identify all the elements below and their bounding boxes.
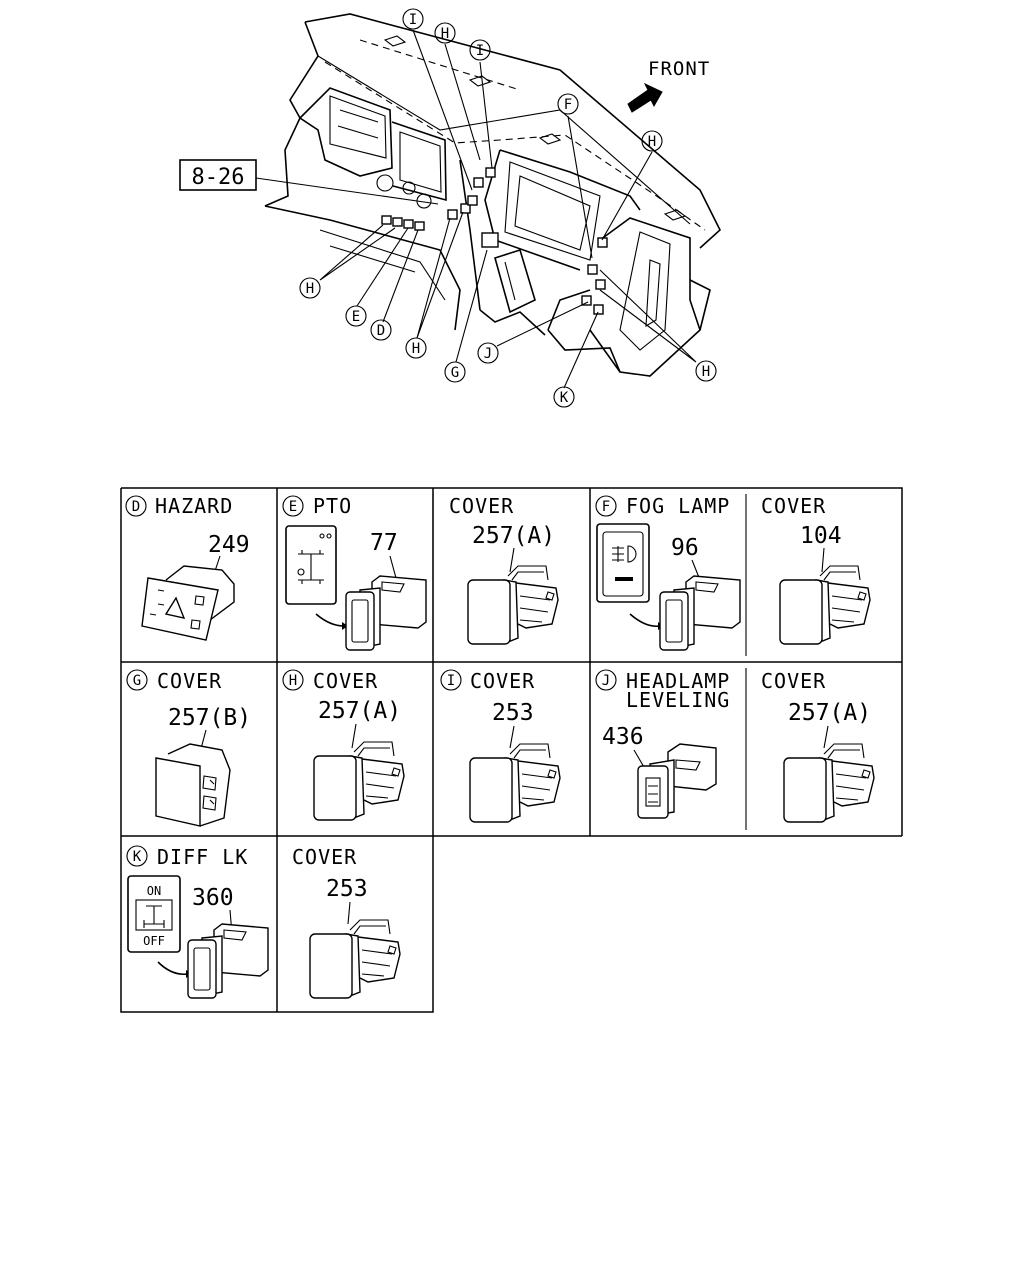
- leveling-switch-drawing: [637, 743, 717, 819]
- cell-title: PTO: [313, 494, 352, 518]
- cell-h-cover: H COVER 257(A): [282, 669, 405, 821]
- svg-text:F: F: [564, 97, 572, 113]
- callout-i-left: I: [402, 8, 424, 30]
- svg-text:E: E: [352, 309, 360, 325]
- switch-on-label: ON: [147, 884, 161, 898]
- pto-label-plate: [285, 525, 337, 605]
- parts-table: [120, 487, 903, 1013]
- part-number: 249: [208, 532, 250, 558]
- reference-box-label: 8-26: [192, 165, 245, 190]
- callout-circles: I H I F H H E D H G J H K: [299, 8, 717, 408]
- callout-h-right-top: H: [641, 130, 663, 152]
- cell-letter: K: [133, 849, 142, 865]
- cell-i-cover: I COVER 253: [440, 669, 561, 823]
- svg-text:G: G: [451, 365, 459, 381]
- part-number: 360: [192, 885, 234, 911]
- cell-title-line2: LEVELING: [626, 688, 730, 712]
- callout-h-left: H: [299, 277, 321, 299]
- cell-title: FOG LAMP: [626, 494, 730, 518]
- callout-f: F: [557, 93, 579, 115]
- dashboard-overview: FRONT 8-26: [179, 13, 721, 389]
- svg-text:H: H: [412, 341, 420, 357]
- reference-box: [179, 159, 257, 191]
- callout-h-bottom: H: [405, 337, 427, 359]
- cell-j-cover: COVER 257(A): [761, 669, 875, 823]
- callout-k: K: [553, 386, 575, 408]
- fog-lamp-label-plate: [596, 523, 650, 603]
- cell-title: COVER: [313, 669, 378, 693]
- cell-g-cover: G COVER 257(B): [126, 669, 251, 827]
- switch-off-label: OFF: [143, 934, 165, 948]
- callout-i-right: I: [469, 39, 491, 61]
- callout-j: J: [477, 342, 499, 364]
- svg-text:H: H: [441, 26, 449, 42]
- cell-k-cover: COVER 253: [292, 845, 401, 999]
- cell-k-diff-lock: K DIFF LK 360 ON OFF: [126, 845, 269, 999]
- svg-text:H: H: [702, 364, 710, 380]
- part-number: 436: [602, 724, 644, 750]
- part-number: 257(B): [168, 705, 251, 731]
- cell-title: COVER: [761, 669, 826, 693]
- cell-title: COVER: [449, 494, 514, 518]
- front-label: FRONT: [648, 58, 710, 80]
- part-number: 96: [671, 535, 699, 561]
- cell-title: HAZARD: [155, 494, 233, 518]
- cell-letter: J: [602, 673, 610, 689]
- callout-g: G: [444, 361, 466, 383]
- part-number: 104: [800, 523, 842, 549]
- cell-j-headlamp-leveling: J HEADLAMP LEVELING 436: [595, 669, 730, 819]
- cell-e-pto: E PTO 77: [282, 494, 427, 651]
- cell-letter: H: [289, 673, 297, 689]
- svg-text:K: K: [560, 390, 569, 406]
- cell-f-fog-lamp: F FOG LAMP 96: [595, 494, 741, 651]
- cell-letter: E: [289, 499, 297, 515]
- callout-h-top: H: [434, 22, 456, 44]
- svg-text:I: I: [476, 43, 484, 59]
- cell-e-cover: COVER 257(A): [449, 494, 559, 645]
- cell-title: HEADLAMP: [626, 669, 730, 693]
- svg-text:D: D: [377, 323, 385, 339]
- cell-letter: G: [133, 673, 141, 689]
- cell-title: COVER: [292, 845, 357, 869]
- part-number: 253: [326, 876, 368, 902]
- svg-text:H: H: [306, 281, 314, 297]
- cell-f-cover: COVER 104: [761, 494, 871, 645]
- cell-title: COVER: [470, 669, 535, 693]
- part-number: 257(A): [788, 700, 871, 726]
- cell-title: DIFF LK: [157, 845, 248, 869]
- svg-text:I: I: [409, 12, 417, 28]
- callout-e: E: [345, 305, 367, 327]
- cell-letter: D: [132, 499, 140, 515]
- front-arrow-icon: [627, 82, 663, 113]
- blank-cover-drawing: [155, 743, 231, 827]
- cell-d-hazard: D HAZARD 249: [125, 494, 250, 641]
- callout-h-right-bottom: H: [695, 360, 717, 382]
- cell-letter: F: [602, 499, 610, 515]
- svg-text:J: J: [484, 346, 492, 362]
- diff-lock-label-plate: ON OFF: [127, 875, 181, 953]
- part-number: 257(A): [472, 523, 555, 549]
- cell-letter: I: [447, 673, 455, 689]
- cell-title: COVER: [157, 669, 222, 693]
- part-number: 77: [370, 530, 398, 556]
- hazard-switch-drawing: [141, 565, 235, 641]
- cell-title: COVER: [761, 494, 826, 518]
- letter-circle: [125, 495, 147, 517]
- callout-d: D: [370, 319, 392, 341]
- part-number: 257(A): [318, 698, 401, 724]
- svg-text:H: H: [648, 134, 656, 150]
- part-number: 253: [492, 700, 534, 726]
